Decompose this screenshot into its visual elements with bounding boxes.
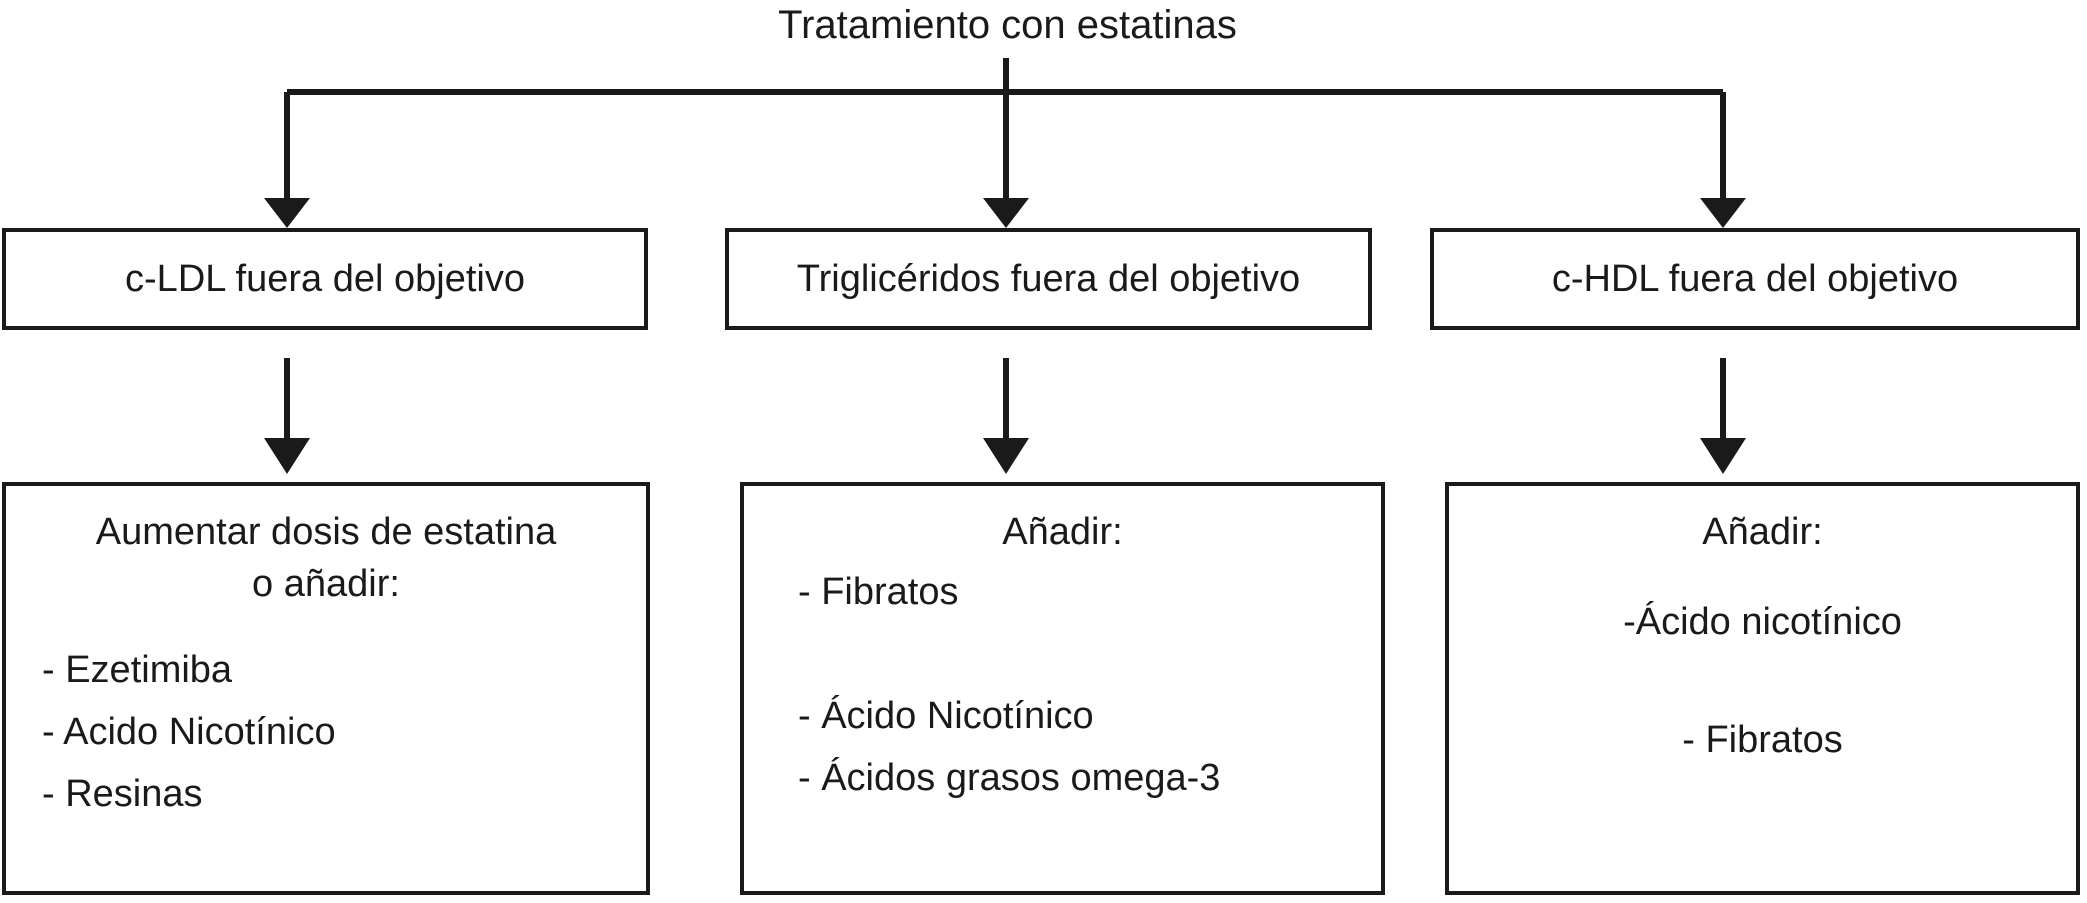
action-item-ldl-1: - Ezetimiba bbox=[42, 649, 233, 691]
arrow-root-to-triglicerios bbox=[983, 198, 1029, 228]
root-node-label: Tratamiento con estatinas bbox=[778, 3, 1237, 47]
condition-box-triglicerios[interactable]: Triglicéridos fuera del objetivo bbox=[725, 228, 1372, 330]
action-box-ldl[interactable]: Aumentar dosis de estatina o añadir: - E… bbox=[2, 482, 650, 895]
arrow-root-to-hdl bbox=[1700, 198, 1746, 228]
condition-box-ldl[interactable]: c-LDL fuera del objetivo bbox=[2, 228, 648, 330]
arrow-hdl-to-action bbox=[1700, 438, 1746, 474]
arrow-ldl-to-action bbox=[264, 438, 310, 474]
condition-label-hdl: c-HDL fuera del objetivo bbox=[1551, 257, 1959, 300]
action-box-hdl[interactable]: Añadir: -Ácido nicotínico - Fibratos bbox=[1445, 482, 2080, 895]
action-item-triglicerios-1: - Fibratos bbox=[798, 571, 959, 613]
action-item-hdl-2: - Fibratos bbox=[1682, 719, 1843, 761]
condition-label-ldl: c-LDL fuera del objetivo bbox=[125, 257, 525, 300]
action-item-ldl-3: - Resinas bbox=[42, 773, 203, 815]
condition-label-triglicerios: Triglicéridos fuera del objetivo bbox=[796, 257, 1301, 300]
action-heading-triglicerios: Añadir: bbox=[1002, 511, 1123, 553]
action-item-triglicerios-2: - Ácido Nicotínico bbox=[798, 695, 1094, 737]
action-heading-ldl-line1: Aumentar dosis de estatina bbox=[95, 511, 557, 553]
action-item-hdl-1: -Ácido nicotínico bbox=[1623, 601, 1902, 643]
condition-box-hdl[interactable]: c-HDL fuera del objetivo bbox=[1430, 228, 2080, 330]
arrow-root-to-ldl bbox=[264, 198, 310, 228]
action-box-triglicerios[interactable]: Añadir: - Fibratos - Ácido Nicotínico - … bbox=[740, 482, 1385, 895]
action-item-ldl-2: - Acido Nicotínico bbox=[42, 711, 336, 753]
action-item-triglicerios-3: - Ácidos grasos omega-3 bbox=[798, 757, 1221, 799]
action-heading-hdl: Añadir: bbox=[1702, 511, 1823, 553]
arrow-triglicerios-to-action bbox=[983, 438, 1029, 474]
action-heading-ldl-line2: o añadir: bbox=[252, 563, 400, 605]
